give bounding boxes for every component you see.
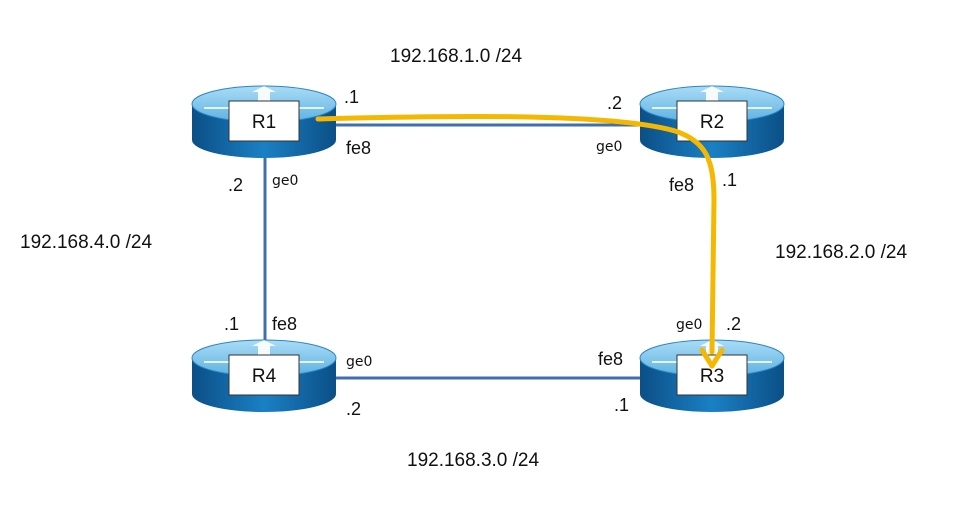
router-r1-label-box (228, 100, 300, 142)
router-r2[interactable]: R2 (639, 85, 785, 159)
r4-ge0-address: .2 (346, 399, 361, 419)
router-r4-name: R4 (252, 366, 277, 387)
router-r4[interactable]: R4 (191, 339, 337, 413)
route-path-arrowhead (699, 347, 725, 369)
r3-fe8-address: .1 (614, 395, 629, 415)
router-r4-label-box (228, 354, 300, 396)
router-r1[interactable]: R1 (191, 85, 337, 159)
r3-ge0-address: .2 (726, 314, 741, 334)
r1-ge0-label: ge0 (272, 173, 298, 189)
r2-ge0-address: .2 (607, 93, 622, 113)
router-r2-name: R2 (700, 112, 724, 133)
router-r3-name: R3 (700, 366, 724, 387)
r1-fe8-address: .1 (344, 87, 359, 107)
r2-fe8-address: .1 (722, 170, 737, 190)
r2-fe8-label: fe8 (669, 175, 694, 195)
network-label-r2-r3: 192.168.2.0 /24 (775, 242, 907, 263)
network-label-r4-r1: 192.168.4.0 /24 (20, 232, 152, 253)
route-path-arrow (315, 113, 717, 355)
network-label-r3-r4: 192.168.3.0 /24 (407, 450, 539, 471)
r2-ge0-label: ge0 (596, 139, 622, 155)
router-r1-name: R1 (252, 112, 276, 133)
r1-fe8-label: fe8 (346, 138, 371, 158)
r3-fe8-label: fe8 (598, 349, 623, 369)
r4-fe8-address: .1 (224, 314, 239, 334)
r4-fe8-label: fe8 (272, 314, 297, 334)
r1-ge0-address: .2 (228, 175, 243, 195)
network-label-r1-r2: 192.168.1.0 /24 (390, 46, 522, 67)
r4-ge0-label: ge0 (346, 354, 372, 370)
r3-ge0-label: ge0 (676, 317, 702, 333)
